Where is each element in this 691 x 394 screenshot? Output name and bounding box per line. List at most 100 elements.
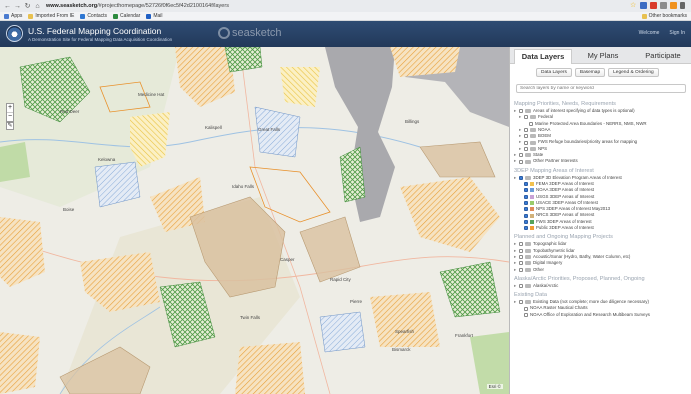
sign-in-link[interactable]: Sign In — [669, 30, 685, 36]
layer-checkbox[interactable] — [524, 182, 528, 187]
layer-checkbox[interactable] — [524, 188, 528, 193]
layer-checkbox[interactable] — [524, 128, 528, 133]
forward-icon[interactable]: → — [14, 2, 21, 10]
layer-row[interactable]: ▸Topobathymetric lidar — [514, 248, 690, 254]
expand-arrow-icon[interactable]: ▸ — [519, 126, 522, 132]
layer-checkbox[interactable] — [519, 300, 523, 305]
layer-row[interactable]: NPS 3DEP Areas of Interest May2013 — [514, 206, 690, 212]
layer-row[interactable]: ▸FWS Refuge boundaries/priority areas fo… — [514, 139, 690, 145]
expand-arrow-icon[interactable]: ▸ — [514, 266, 517, 272]
layer-row[interactable]: ▸Other Partner Interests — [514, 158, 690, 164]
layer-row[interactable]: ▸Acoustic/Sonar (Hydro, Bathy, Water Col… — [514, 254, 690, 260]
layer-row[interactable]: ▸NPS — [514, 146, 690, 152]
expand-arrow-icon[interactable]: ▸ — [514, 241, 517, 247]
draw-tool-button[interactable]: ✎ — [6, 122, 14, 130]
expand-arrow-icon[interactable]: ▸ — [514, 108, 517, 113]
layer-checkbox[interactable] — [519, 267, 523, 272]
layer-row[interactable]: Public 3DEP Areas of Interest — [514, 225, 690, 231]
expand-arrow-icon[interactable]: ▸ — [514, 282, 517, 288]
bookmark-contacts[interactable]: Contacts — [80, 13, 107, 19]
bookmark-imported[interactable]: Imported From IE — [28, 13, 74, 19]
welcome-link[interactable]: Welcome — [638, 30, 660, 36]
extension-icon[interactable] — [640, 2, 647, 9]
layer-checkbox[interactable] — [519, 159, 523, 164]
expand-arrow-icon[interactable]: ▸ — [514, 253, 517, 259]
layer-checkbox[interactable] — [524, 146, 528, 151]
layer-row[interactable]: ▸3DEP 3D Elevation Program Areas of Inte… — [514, 175, 690, 181]
expand-arrow-icon[interactable]: ▸ — [514, 174, 517, 180]
layer-checkbox[interactable] — [524, 140, 528, 145]
layer-row[interactable]: NOAA 3DEP Areas of Interest — [514, 187, 690, 193]
layer-checkbox[interactable] — [519, 109, 523, 114]
basemap-button[interactable]: Basemap — [574, 68, 606, 77]
expand-arrow-icon[interactable]: ▸ — [514, 152, 517, 158]
layer-row[interactable]: USACE 3DEP Areas Of Interest — [514, 200, 690, 206]
expand-arrow-icon[interactable]: ▸ — [514, 299, 517, 305]
layer-row[interactable]: ▸BOEM — [514, 133, 690, 139]
star-icon[interactable]: ☆ — [630, 2, 637, 9]
layer-checkbox[interactable] — [524, 134, 528, 139]
expand-arrow-icon[interactable]: ▸ — [519, 114, 522, 120]
extension-icon[interactable] — [660, 2, 667, 9]
layer-checkbox[interactable] — [519, 175, 523, 180]
layer-row[interactable]: NOAA Raster Nautical Charts — [514, 305, 690, 311]
extension-icon[interactable] — [650, 2, 657, 9]
layer-search-input[interactable] — [516, 84, 686, 93]
extension-icon[interactable] — [670, 2, 677, 9]
layer-checkbox[interactable] — [524, 312, 528, 317]
expand-arrow-icon[interactable]: ▸ — [514, 260, 517, 266]
bookmark-calendar[interactable]: Calendar — [113, 13, 140, 19]
layer-row[interactable]: NRCS 3DEP Areas of Interest — [514, 212, 690, 218]
tab-my-plans[interactable]: My Plans — [587, 51, 619, 60]
address-bar[interactable]: www.seasketch.org/#projecthomepage/52726… — [46, 3, 229, 9]
expand-arrow-icon[interactable]: ▸ — [514, 247, 517, 253]
layer-checkbox[interactable] — [519, 153, 523, 158]
layer-checkbox[interactable] — [524, 207, 528, 212]
layer-checkbox[interactable] — [519, 242, 523, 247]
expand-arrow-icon[interactable]: ▸ — [519, 145, 522, 151]
layer-checkbox[interactable] — [524, 201, 528, 205]
layer-checkbox[interactable] — [519, 283, 523, 288]
layer-row[interactable]: Marine Protected Area Boundaries - NERRS… — [514, 121, 690, 127]
bookmark-mail[interactable]: Mail — [146, 13, 163, 19]
layer-checkbox[interactable] — [519, 248, 523, 253]
zoom-in-button[interactable]: + — [7, 104, 13, 113]
menu-icon[interactable] — [680, 2, 685, 9]
layer-row[interactable]: ▸Existing Data (not complete; more due d… — [514, 299, 690, 305]
expand-arrow-icon[interactable]: ▸ — [519, 139, 522, 145]
layer-checkbox[interactable] — [524, 213, 528, 218]
layer-checkbox[interactable] — [524, 306, 528, 311]
layer-row[interactable]: ▸Federal — [514, 114, 690, 120]
back-icon[interactable]: ← — [4, 2, 11, 10]
expand-arrow-icon[interactable]: ▸ — [514, 158, 517, 164]
map-canvas[interactable]: + − ✎ Red Deer Medicine Hat Kelowna Kali… — [0, 47, 509, 394]
tab-data-layers[interactable]: Data Layers — [514, 49, 572, 64]
bookmark-apps[interactable]: Apps — [4, 13, 22, 19]
layer-checkbox[interactable] — [519, 261, 523, 266]
layer-checkbox[interactable] — [524, 219, 528, 224]
layer-row[interactable]: ▸Other — [514, 267, 690, 273]
layer-row[interactable]: USGS 3DEP Areas of Interest — [514, 194, 690, 200]
layer-row[interactable]: FEMA 3DEP Areas of Interest — [514, 181, 690, 187]
layer-row[interactable]: ▸State — [514, 152, 690, 158]
layer-row[interactable]: ▸Digital Imagery — [514, 260, 690, 266]
layer-checkbox[interactable] — [524, 115, 528, 120]
layer-row[interactable]: ▸Topographic lidar — [514, 241, 690, 247]
zoom-out-button[interactable]: − — [7, 113, 13, 120]
layer-row[interactable]: FWS 3DEP Areas of Interest — [514, 219, 690, 225]
data-layers-button[interactable]: Data Layers — [536, 68, 572, 77]
expand-arrow-icon[interactable]: ▸ — [519, 133, 522, 139]
home-icon[interactable]: ⌂ — [35, 2, 40, 10]
layer-checkbox[interactable] — [524, 226, 528, 231]
layer-checkbox[interactable] — [519, 255, 523, 260]
legend-ordering-button[interactable]: Legend & Ordering — [608, 68, 659, 77]
reload-icon[interactable]: ↻ — [24, 3, 31, 10]
layer-row[interactable]: ▸Areas of interest specifying of data ty… — [514, 108, 690, 114]
tab-participate[interactable]: Participate — [645, 51, 681, 60]
layer-row[interactable]: NOAA Office of Exploration and Research … — [514, 312, 690, 318]
layer-row[interactable]: ▸Alaska/Arctic — [514, 283, 690, 289]
layer-row[interactable]: ▸NOAA — [514, 127, 690, 133]
bookmark-other[interactable]: Other bookmarks — [641, 13, 687, 19]
layer-checkbox[interactable] — [529, 121, 533, 126]
layer-checkbox[interactable] — [524, 194, 528, 199]
